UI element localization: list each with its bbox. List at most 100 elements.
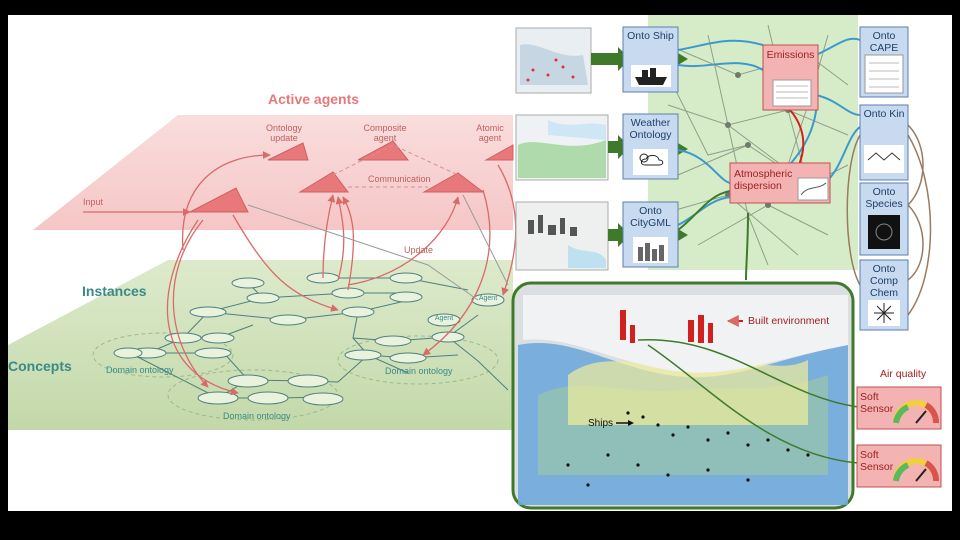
left-panel-diagram xyxy=(8,15,942,510)
green-arrow xyxy=(591,47,630,71)
instance-node xyxy=(389,272,423,284)
domain-ontology-region xyxy=(92,332,234,378)
ship-dot xyxy=(706,438,710,442)
agent-node-label: Agent xyxy=(434,315,454,322)
instance-node xyxy=(302,392,344,406)
soft-sensors xyxy=(856,386,942,488)
network-node xyxy=(735,72,741,78)
ship-dot xyxy=(726,431,730,435)
instance-node xyxy=(113,347,143,359)
domain-ontology-label: Domain ontology xyxy=(223,411,291,421)
gauge-icon xyxy=(893,400,939,424)
green-links xyxy=(677,190,749,281)
grey-links xyxy=(247,194,509,301)
ships-label: Ships xyxy=(588,418,614,429)
domain-ontology-region xyxy=(337,335,499,385)
active-agents-title: Active agents xyxy=(268,91,360,107)
emissions-table-icon xyxy=(772,79,812,107)
agent-triangle-atomic xyxy=(484,144,514,161)
domain-ontology-label: Domain ontology xyxy=(106,365,174,375)
agent-node xyxy=(471,293,505,307)
green-input-arrows xyxy=(591,47,688,247)
ship-dot xyxy=(686,425,690,429)
sensor-links xyxy=(637,339,859,464)
instance-node xyxy=(341,306,375,318)
update-label: Update xyxy=(404,245,434,255)
domain-ontology-label: Domain ontology xyxy=(385,366,453,376)
building-marker xyxy=(620,310,626,340)
green-arrow xyxy=(608,223,630,247)
ship-dot xyxy=(636,463,640,467)
building-marker xyxy=(630,325,635,343)
building-marker xyxy=(708,323,713,343)
instance-node xyxy=(374,335,412,347)
communication-label: Communication xyxy=(368,174,431,184)
input-label: Input xyxy=(83,197,104,207)
instance-node xyxy=(287,374,329,388)
dispersion-plot-icon xyxy=(797,177,829,201)
instance-node xyxy=(194,347,232,359)
ship-dot xyxy=(706,468,710,472)
ship-dot xyxy=(746,478,750,482)
agent-triangle-ontology-update xyxy=(267,142,309,161)
onto-citygml-label: Onto CityGML xyxy=(630,205,671,229)
emissions-label: Emissions xyxy=(766,49,815,61)
box-icons xyxy=(631,54,904,326)
ship-dot xyxy=(786,448,790,452)
agent-arrows xyxy=(83,151,517,396)
composite-links xyxy=(332,144,459,188)
ship-dot xyxy=(566,463,570,467)
agent-node-label: Agent xyxy=(478,295,498,302)
dispersion-3d-map xyxy=(511,281,855,510)
ship-dot xyxy=(666,473,670,477)
ship-dot xyxy=(606,453,610,457)
instance-node xyxy=(231,277,265,289)
instance-nodes xyxy=(113,272,465,406)
atomic-agent-label: Atomic agent xyxy=(476,123,504,143)
species-molecule-icon xyxy=(868,215,900,249)
instance-node xyxy=(344,349,382,361)
map-thumbnails xyxy=(515,27,609,271)
building-marker xyxy=(688,320,694,342)
blue-links xyxy=(677,37,861,226)
brown-links xyxy=(846,124,932,316)
agent-triangle-composite-right xyxy=(422,172,485,193)
ship-dot xyxy=(746,443,750,447)
instance-node xyxy=(247,391,289,405)
onto-kin-label: Onto Kin xyxy=(863,108,905,120)
ship-dots xyxy=(566,411,810,487)
air-quality-title: Air quality xyxy=(880,368,927,380)
instance-node xyxy=(201,332,235,344)
kin-molecule-icon xyxy=(864,145,904,173)
ship-dot xyxy=(626,411,630,415)
built-environment-label: Built environment xyxy=(748,315,830,327)
onto-compchem-label: Onto Comp Chem xyxy=(869,263,898,299)
onto-ship-label: Onto Ship xyxy=(627,30,674,42)
concepts-label: Concepts xyxy=(8,358,72,374)
instance-node xyxy=(269,314,307,326)
green-arrow-out xyxy=(678,143,688,155)
instance-node xyxy=(431,331,465,343)
agent-triangle-input xyxy=(189,187,249,213)
instance-node xyxy=(227,374,269,388)
ship-dot xyxy=(656,423,660,427)
network-node xyxy=(725,122,731,128)
ontology-update-label: Ontology update xyxy=(265,123,303,143)
instance-node xyxy=(246,292,280,304)
onto-cape-label: Onto CAPE xyxy=(869,30,899,54)
instance-node xyxy=(389,352,427,364)
instances-label: Instances xyxy=(82,283,147,299)
building-marker xyxy=(698,315,704,343)
instance-node xyxy=(197,391,239,405)
green-arrow xyxy=(608,135,630,159)
ship-dot xyxy=(766,438,770,442)
ship-dot xyxy=(641,415,645,419)
ship-dot xyxy=(806,453,810,457)
network-node xyxy=(745,142,751,148)
gauge-icon xyxy=(893,458,939,482)
red-link xyxy=(789,109,805,168)
green-arrow-out xyxy=(678,229,688,241)
composite-agent-label: Composite agent xyxy=(363,123,407,143)
agent-triangle-composite-top xyxy=(357,140,410,161)
